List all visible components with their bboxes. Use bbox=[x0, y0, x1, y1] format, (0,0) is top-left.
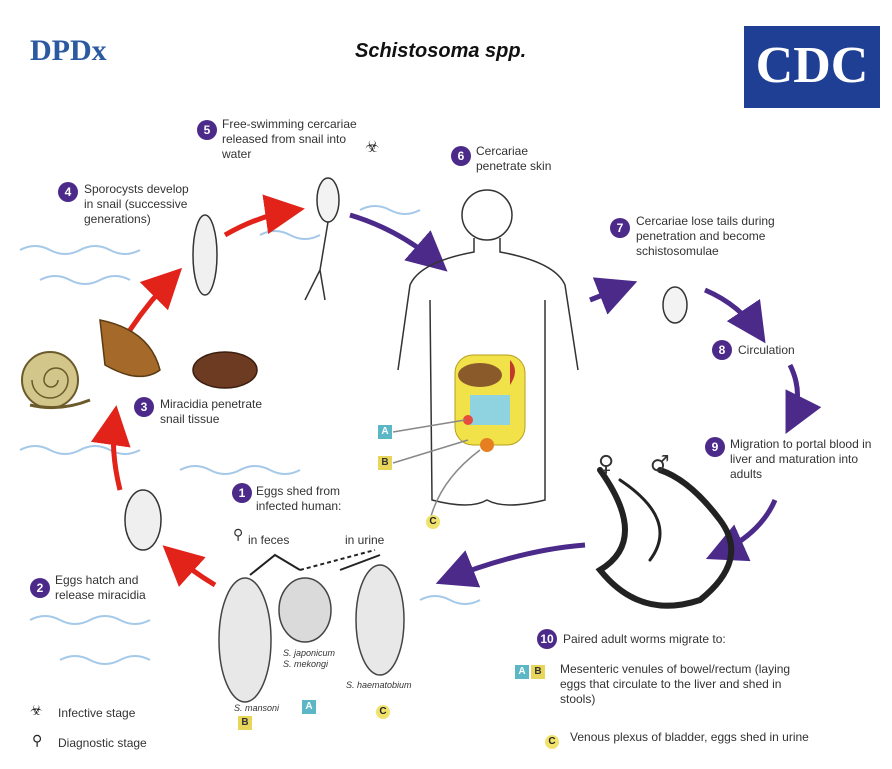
arrow-to-eggs bbox=[445, 545, 585, 580]
badge-a-japonicum: A bbox=[302, 700, 316, 714]
step-9-number: 9 bbox=[705, 437, 725, 457]
human-figure bbox=[398, 190, 578, 505]
step-3-number: 3 bbox=[134, 397, 154, 417]
step-6-label: Cercariae penetrate skin bbox=[476, 144, 576, 174]
dest-badge-b: B bbox=[531, 665, 545, 679]
step-1-label: Eggs shed from infected human: bbox=[256, 484, 376, 514]
legend-infective: Infective stage bbox=[58, 706, 135, 721]
abdominal-organs bbox=[455, 355, 525, 452]
cdc-logo-text: CDC bbox=[752, 36, 872, 95]
arrow-snail-to-sporocyst bbox=[130, 275, 175, 330]
microscope-icon-eggs: ⚲ bbox=[233, 527, 243, 543]
biohazard-icon-cercariae: ☣ bbox=[365, 137, 379, 156]
step-2-number: 2 bbox=[30, 578, 50, 598]
arrow-to-portal bbox=[790, 365, 798, 425]
dest-badge-a: A bbox=[515, 665, 529, 679]
arrow-cercariae-to-human bbox=[350, 215, 440, 265]
species-japonicum: S. japonicum bbox=[283, 648, 335, 658]
arrow-to-circulation bbox=[705, 290, 760, 335]
step-4-number: 4 bbox=[58, 182, 78, 202]
step-9-label: Migration to portal blood in liver and m… bbox=[730, 437, 880, 482]
route-feces: in feces bbox=[248, 533, 289, 548]
badge-b-organ: B bbox=[378, 456, 392, 470]
dest-mesenteric: Mesenteric venules of bowel/rectum (layi… bbox=[560, 662, 795, 707]
species-mekongi: S. mekongi bbox=[283, 659, 328, 669]
species-mansoni: S. mansoni bbox=[234, 703, 279, 713]
step-10-number: 10 bbox=[537, 629, 557, 649]
female-symbol: ♀ bbox=[598, 452, 614, 477]
miracidium bbox=[125, 490, 161, 550]
dest-bladder: Venous plexus of bladder, eggs shed in u… bbox=[570, 730, 810, 745]
badge-c-organ: C bbox=[426, 515, 440, 529]
step-3-label: Miracidia penetrate snail tissue bbox=[160, 397, 280, 427]
schistosomula bbox=[663, 287, 687, 323]
step-6-number: 6 bbox=[451, 146, 471, 166]
arrow-skin-to-schistosomulae bbox=[590, 285, 628, 300]
species-haematobium: S. haematobium bbox=[346, 680, 412, 690]
step-10-label: Paired adult worms migrate to: bbox=[563, 632, 793, 647]
step-7-number: 7 bbox=[610, 218, 630, 238]
sporocyst bbox=[193, 215, 217, 295]
legend-diagnostic: Diagnostic stage bbox=[58, 736, 147, 751]
biohazard-icon: ☣ bbox=[30, 703, 43, 719]
step-2-label: Eggs hatch and release miracidia bbox=[55, 573, 175, 603]
arrow-hatch bbox=[170, 552, 215, 585]
microscope-icon: ⚲ bbox=[32, 733, 42, 749]
adult-worms bbox=[600, 470, 731, 606]
arrow-sporocyst-to-cercariae bbox=[225, 210, 295, 235]
badge-b-mansoni: B bbox=[238, 716, 252, 730]
step-8-label: Circulation bbox=[738, 343, 828, 358]
male-symbol: ♂ bbox=[650, 452, 670, 477]
page-title: Schistosoma spp. bbox=[355, 40, 526, 63]
step-5-number: 5 bbox=[197, 120, 217, 140]
step-1-number: 1 bbox=[232, 483, 252, 503]
step-8-number: 8 bbox=[712, 340, 732, 360]
badge-a-organ: A bbox=[378, 425, 392, 439]
step-7-label: Cercariae lose tails during penetration … bbox=[636, 214, 811, 259]
dest-badge-c: C bbox=[545, 735, 559, 749]
step-4-label: Sporocysts develop in snail (successive … bbox=[84, 182, 194, 227]
dpdx-logo-text: DPDx bbox=[30, 34, 107, 67]
route-urine: in urine bbox=[345, 533, 384, 548]
dpdx-logo: DPDx bbox=[30, 34, 107, 68]
snail-group bbox=[22, 320, 257, 408]
badge-c-haematobium: C bbox=[376, 705, 390, 719]
step-5-label: Free-swimming cercariae released from sn… bbox=[222, 117, 362, 162]
